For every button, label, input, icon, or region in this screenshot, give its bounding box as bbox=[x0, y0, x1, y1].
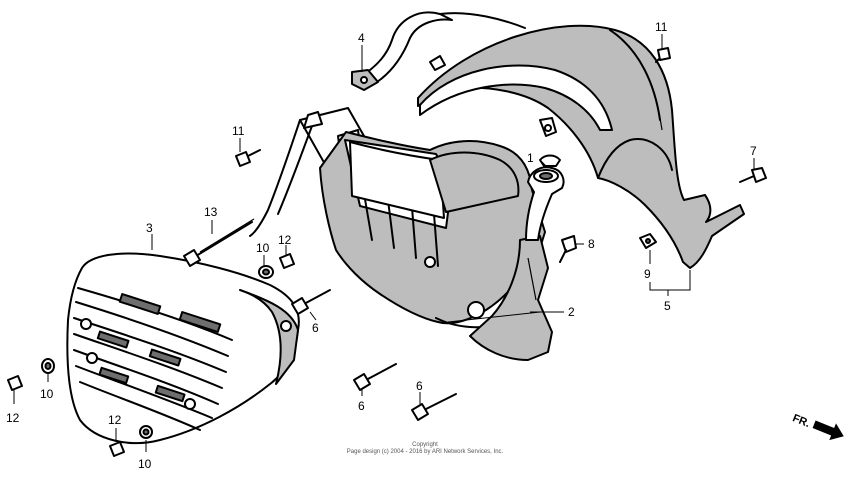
callout-1: 1 bbox=[527, 151, 534, 165]
washer-10-bottom bbox=[139, 425, 153, 439]
callout-3: 3 bbox=[146, 221, 153, 235]
callout-2: 2 bbox=[568, 305, 575, 319]
front-direction-marker: FR. bbox=[791, 412, 844, 441]
callout-13: 13 bbox=[204, 205, 218, 219]
nut-12-left bbox=[7, 375, 23, 391]
front-arrow-icon bbox=[812, 420, 844, 441]
callout-numbers: 1 2 3 4 5 6 6 6 7 8 9 10 10 10 11 11 12 … bbox=[6, 20, 757, 471]
callout-10-bottom: 10 bbox=[138, 457, 152, 471]
front-grille-cover bbox=[66, 252, 300, 444]
intake-tube bbox=[525, 154, 565, 241]
front-marker-label: FR. bbox=[791, 412, 812, 430]
callout-12-bottom: 12 bbox=[108, 413, 122, 427]
callout-9: 9 bbox=[644, 267, 651, 281]
callout-7: 7 bbox=[750, 144, 757, 158]
callout-8: 8 bbox=[588, 237, 595, 251]
nut-12-upper bbox=[279, 253, 295, 269]
callout-11-upper: 11 bbox=[655, 20, 668, 34]
callout-6-upper: 6 bbox=[312, 321, 319, 335]
callout-12-upper: 12 bbox=[278, 233, 292, 247]
nut-12-bottom bbox=[109, 441, 125, 457]
main-housing bbox=[319, 131, 546, 329]
side-shield bbox=[469, 235, 553, 361]
copyright-line-2: Page design (c) 2004 - 2016 by ARI Netwo… bbox=[346, 449, 504, 455]
bolt-6-middle bbox=[353, 363, 397, 391]
bolt-6-upper bbox=[291, 289, 331, 315]
washer-10-upper bbox=[258, 265, 274, 279]
bolt-13 bbox=[183, 218, 255, 267]
rear-fender bbox=[417, 24, 745, 269]
screw-8 bbox=[559, 235, 577, 263]
washer-10-left bbox=[41, 358, 55, 374]
copyright-notice: Copyright Page design (c) 2004 - 2016 by… bbox=[290, 442, 560, 456]
fender-bracket bbox=[351, 11, 526, 91]
callout-11-left: 11 bbox=[232, 124, 245, 138]
bolt-7 bbox=[739, 167, 767, 183]
copyright-line-1: Copyright bbox=[412, 442, 438, 448]
grommet-9 bbox=[639, 233, 657, 249]
bolt-11-left bbox=[235, 149, 261, 167]
callout-6-lower: 6 bbox=[416, 379, 423, 393]
callout-10-upper: 10 bbox=[256, 241, 270, 255]
callout-10-left: 10 bbox=[40, 387, 54, 401]
leader-lines bbox=[13, 34, 755, 452]
callout-12-left: 12 bbox=[6, 411, 20, 425]
callout-4: 4 bbox=[358, 31, 365, 45]
callout-6-middle: 6 bbox=[358, 399, 365, 413]
callout-5: 5 bbox=[664, 299, 671, 313]
bolt-11-upper bbox=[655, 47, 671, 63]
bolt-6-lower bbox=[411, 393, 457, 421]
